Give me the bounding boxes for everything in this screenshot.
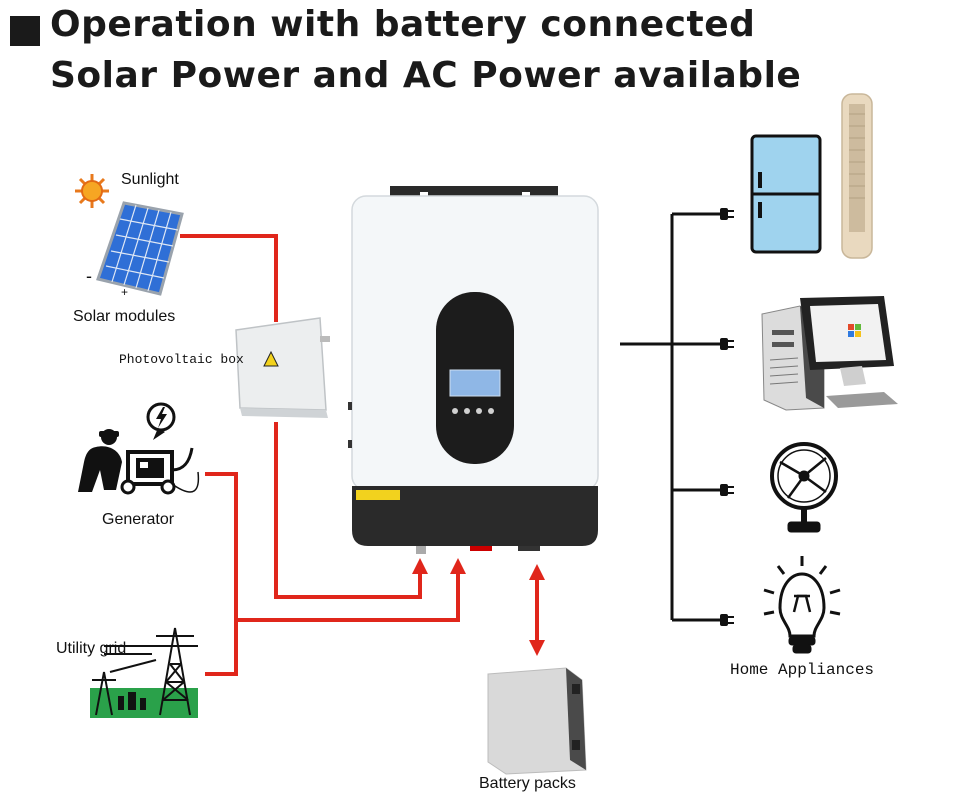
refrigerator-icon	[750, 134, 822, 254]
plug-icon	[720, 614, 734, 626]
plug-icons	[720, 208, 734, 626]
inverter-icon	[348, 186, 599, 554]
title-bullet-square	[10, 16, 40, 46]
power-tower-icon	[90, 627, 198, 718]
solar-minus-label: -	[86, 266, 92, 286]
pv-box-icon	[235, 317, 330, 418]
pv-box-label: Photovoltaic box	[119, 352, 244, 367]
generator-grid-bus-line	[205, 472, 238, 676]
solar-modules-label: Solar modules	[73, 308, 176, 325]
battery-packs-label: Battery packs	[479, 775, 576, 792]
pvbox-to-inverter-line	[274, 422, 428, 599]
ac-wiring	[180, 234, 545, 676]
page-title-line1: Operation with battery connected	[50, 4, 756, 45]
ac-to-inverter-line	[236, 558, 466, 622]
generator-label: Generator	[102, 511, 175, 528]
air-conditioner-icon	[841, 93, 873, 259]
battery-icon	[487, 667, 587, 775]
solar-plus-label: +	[121, 285, 129, 299]
plug-icon	[720, 484, 734, 496]
load-wiring	[620, 212, 722, 622]
computer-icon	[761, 296, 898, 411]
solar-panel-icon	[96, 201, 184, 296]
sunlight-label: Sunlight	[121, 171, 179, 188]
sun-icon	[75, 174, 109, 208]
utility-grid-label: Utility grid	[56, 640, 127, 657]
page-title-line2: Solar Power and AC Power available	[50, 55, 802, 96]
solar-to-pvbox-line	[180, 234, 278, 322]
plug-icon	[720, 338, 734, 350]
home-appliances-label: Home Appliances	[730, 661, 875, 679]
fan-icon	[770, 442, 838, 533]
generator-icon	[78, 429, 200, 495]
plug-icon	[720, 208, 734, 220]
lightning-icon	[146, 402, 176, 440]
light-bulb-icon	[763, 556, 841, 654]
